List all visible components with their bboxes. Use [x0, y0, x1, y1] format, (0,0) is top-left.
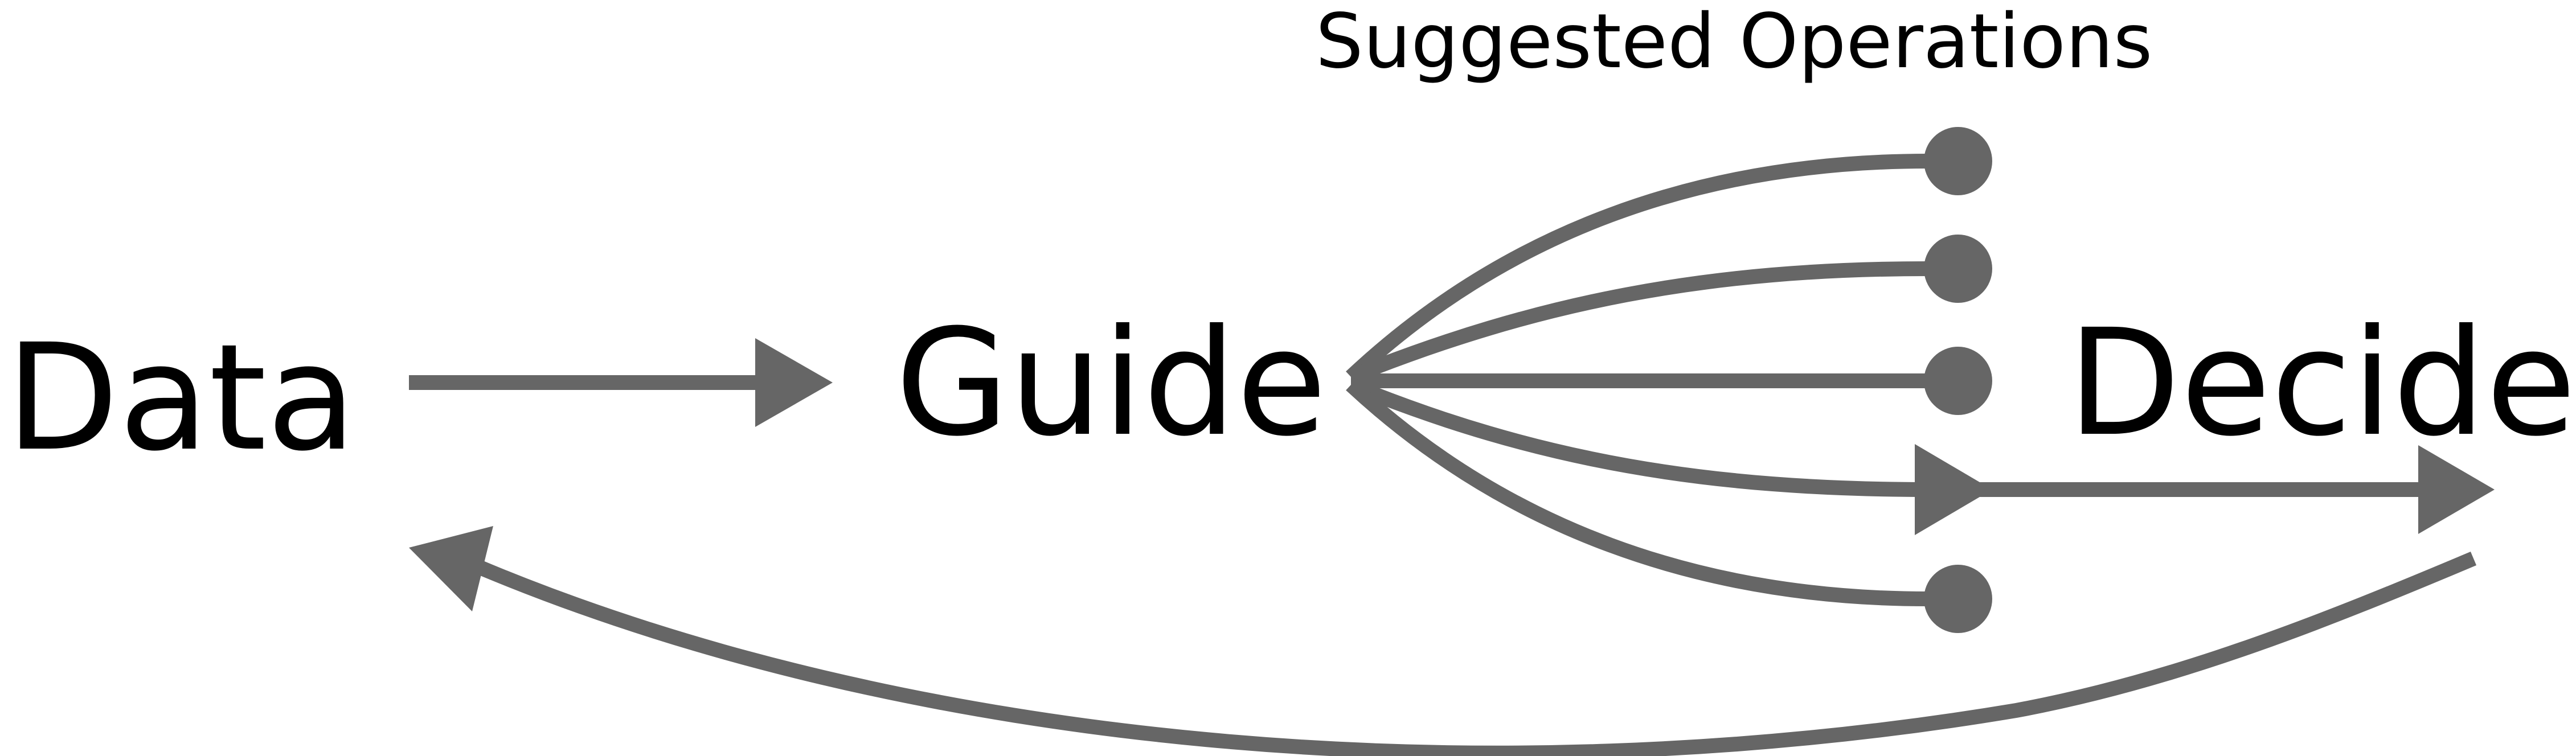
operation-4-arrowhead	[1915, 444, 1992, 535]
operation-2-dot	[1924, 235, 1992, 303]
suggested-operations-caption: Suggested Operations	[1316, 0, 2152, 85]
edge-guide-to-operation-2	[1348, 235, 1992, 384]
edge-operation-4-to-decide-arrowhead	[2418, 445, 2495, 534]
edge-guide-to-operation-4-line	[1348, 377, 1931, 497]
edge-data-to-guide	[409, 338, 833, 427]
edge-decide-to-data	[409, 526, 2477, 756]
edge-guide-to-operation-5	[1346, 379, 1992, 633]
edge-decide-to-data-arrowhead	[409, 526, 493, 611]
operation-3-dot	[1924, 347, 1992, 415]
edge-guide-to-operation-5-line	[1346, 379, 1928, 606]
operation-1-dot	[1924, 127, 1992, 195]
node-data-label: Data	[6, 313, 357, 483]
edge-operation-4-to-decide	[1976, 445, 2495, 534]
edge-guide-to-operation-4	[1348, 377, 1992, 535]
node-guide-label: Guide	[895, 298, 1327, 469]
edge-data-to-guide-arrowhead	[755, 338, 833, 427]
edge-guide-to-operation-1	[1346, 127, 1992, 383]
edge-guide-to-operation-2-line	[1348, 261, 1928, 384]
edge-guide-to-operation-3	[1351, 347, 1992, 415]
edge-guide-to-operation-1-line	[1346, 154, 1928, 383]
operation-5-dot	[1924, 565, 1992, 633]
node-decide-label: Decide	[2067, 298, 2576, 469]
edge-decide-to-data-line	[473, 552, 2477, 756]
